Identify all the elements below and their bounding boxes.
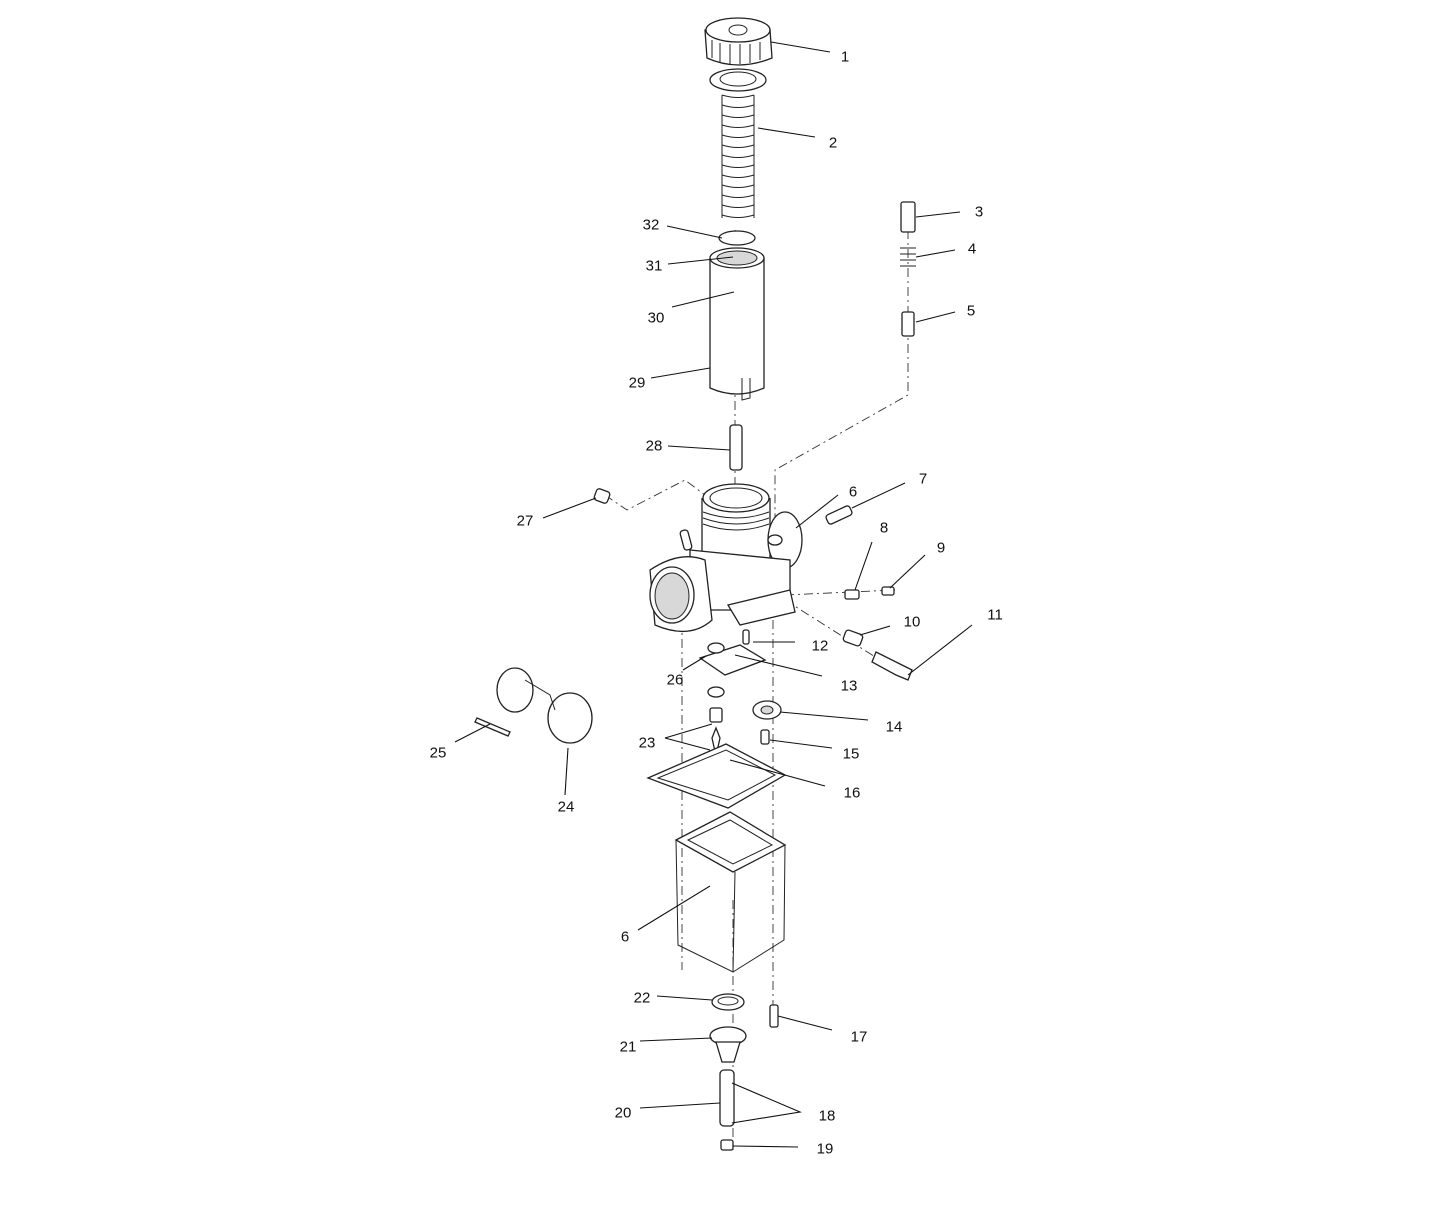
callout-27: 27 — [516, 512, 534, 530]
callout-leaders — [454, 41, 973, 1148]
callout-14: 14 — [885, 718, 903, 736]
callout-22: 22 — [633, 989, 651, 1007]
callout-1: 1 — [840, 48, 850, 66]
callout-29: 29 — [628, 374, 646, 392]
callout-18: 18 — [818, 1107, 836, 1125]
callout-23: 23 — [638, 734, 656, 752]
callout-15: 15 — [842, 745, 860, 763]
callout-8: 8 — [879, 519, 889, 537]
callout-24: 24 — [557, 798, 575, 816]
callout-10: 10 — [903, 613, 921, 631]
callout-12: 12 — [811, 637, 829, 655]
callout-6-upper: 6 — [848, 483, 858, 501]
callout-2: 2 — [828, 134, 838, 152]
callout-11: 11 — [987, 606, 1003, 624]
callout-7: 7 — [918, 470, 928, 488]
throttle-slide-part-29 — [709, 247, 765, 401]
cap-part-1 — [704, 17, 773, 66]
callout-17: 17 — [850, 1028, 868, 1046]
callout-28: 28 — [645, 437, 663, 455]
float-bowl-part-6 — [674, 811, 787, 973]
callout-9: 9 — [936, 539, 946, 557]
callout-25: 25 — [429, 744, 447, 762]
callout-21: 21 — [619, 1038, 637, 1056]
callout-32: 32 — [642, 216, 660, 234]
callout-16: 16 — [843, 784, 861, 802]
float-part-24 — [496, 667, 593, 744]
callout-19: 19 — [816, 1140, 834, 1158]
carburetor-body — [649, 483, 803, 633]
callout-4: 4 — [967, 240, 977, 258]
callout-13: 13 — [840, 677, 858, 695]
callout-26: 26 — [666, 671, 684, 689]
spring-part-2 — [721, 94, 755, 218]
callout-30: 30 — [647, 309, 665, 327]
callout-5: 5 — [966, 302, 976, 320]
callout-20: 20 — [614, 1104, 632, 1122]
callout-3: 3 — [974, 203, 984, 221]
callout-6-lower: 6 — [620, 928, 630, 946]
callout-31: 31 — [645, 257, 663, 275]
